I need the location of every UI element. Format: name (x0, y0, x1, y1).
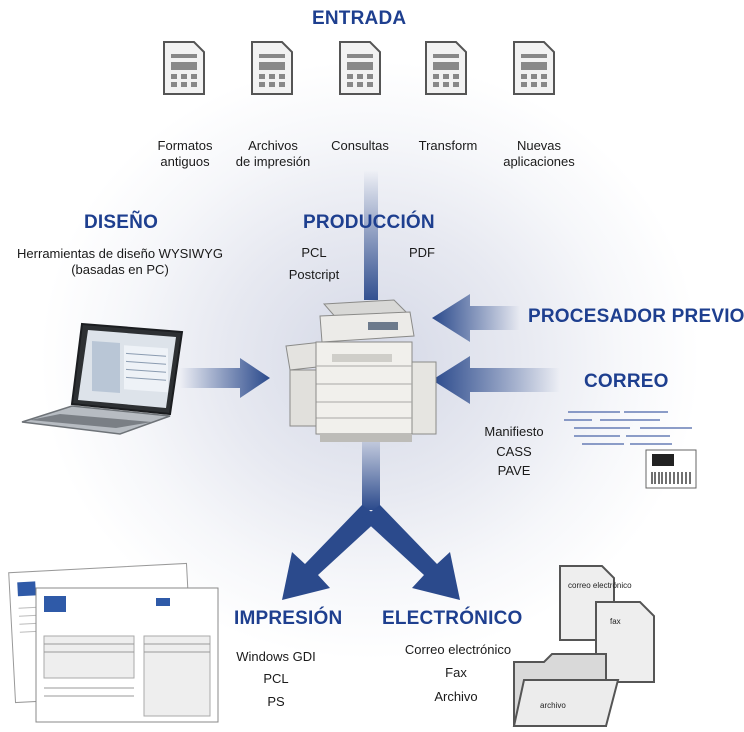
impresion-item-pcl: PCL (263, 671, 289, 686)
correo-title: CORREO (584, 371, 669, 392)
document-icon (425, 41, 467, 95)
produccion-postscript: Postcript (288, 267, 340, 282)
printer-icon (285, 299, 437, 442)
doc-label-fax: fax (610, 617, 621, 626)
arrow-procesador (432, 294, 520, 342)
document-icon (251, 41, 293, 95)
correo-item-cass: CASS (496, 444, 532, 459)
procesador-title: PROCESADOR PREVIO (528, 306, 744, 327)
laptop-icon (21, 322, 184, 435)
arrow-entrada-stem (364, 170, 378, 300)
impresion-title: IMPRESIÓN (234, 608, 343, 629)
correo-item-pave: PAVE (497, 463, 531, 478)
document-icon (339, 41, 381, 95)
arrow-impresion (282, 505, 380, 600)
impresion-item-gdi: Windows GDI (236, 649, 316, 664)
diseno-title: DISEÑO (84, 212, 159, 233)
folder-label-archivo: archivo (540, 701, 566, 710)
produccion-title: PRODUCCIÓN (303, 212, 435, 233)
doc-label-correo: correo electrónico (568, 581, 632, 590)
mailing-label-icon (564, 411, 697, 489)
entrada-title: ENTRADA (312, 8, 407, 29)
document-icon (163, 41, 205, 95)
document-icon (513, 41, 555, 95)
entrada-item-consultas: Consultas (331, 138, 389, 153)
electronico-title: ELECTRÓNICO (382, 608, 523, 629)
electronic-files-icon: correo electrónico fax archivo (512, 565, 655, 727)
arrow-electronico (362, 505, 460, 600)
entrada-item-transform: Transform (418, 138, 478, 153)
electronico-item-correo: Correo electrónico (404, 642, 512, 657)
electronico-item-archivo: Archivo (434, 689, 478, 704)
electronico-item-fax: Fax (445, 665, 467, 680)
arrow-correo (432, 356, 560, 404)
produccion-pcl: PCL (301, 245, 327, 260)
diseno-description: Herramientas de diseño WYSIWYG(basadas e… (17, 246, 223, 277)
printed-documents-icon (8, 562, 219, 723)
correo-item-manifiesto: Manifiesto (484, 424, 544, 439)
arrow-diseno (180, 358, 270, 398)
produccion-pdf: PDF (409, 245, 435, 260)
arrow-split-stem (362, 440, 380, 510)
impresion-item-ps: PS (267, 694, 285, 709)
